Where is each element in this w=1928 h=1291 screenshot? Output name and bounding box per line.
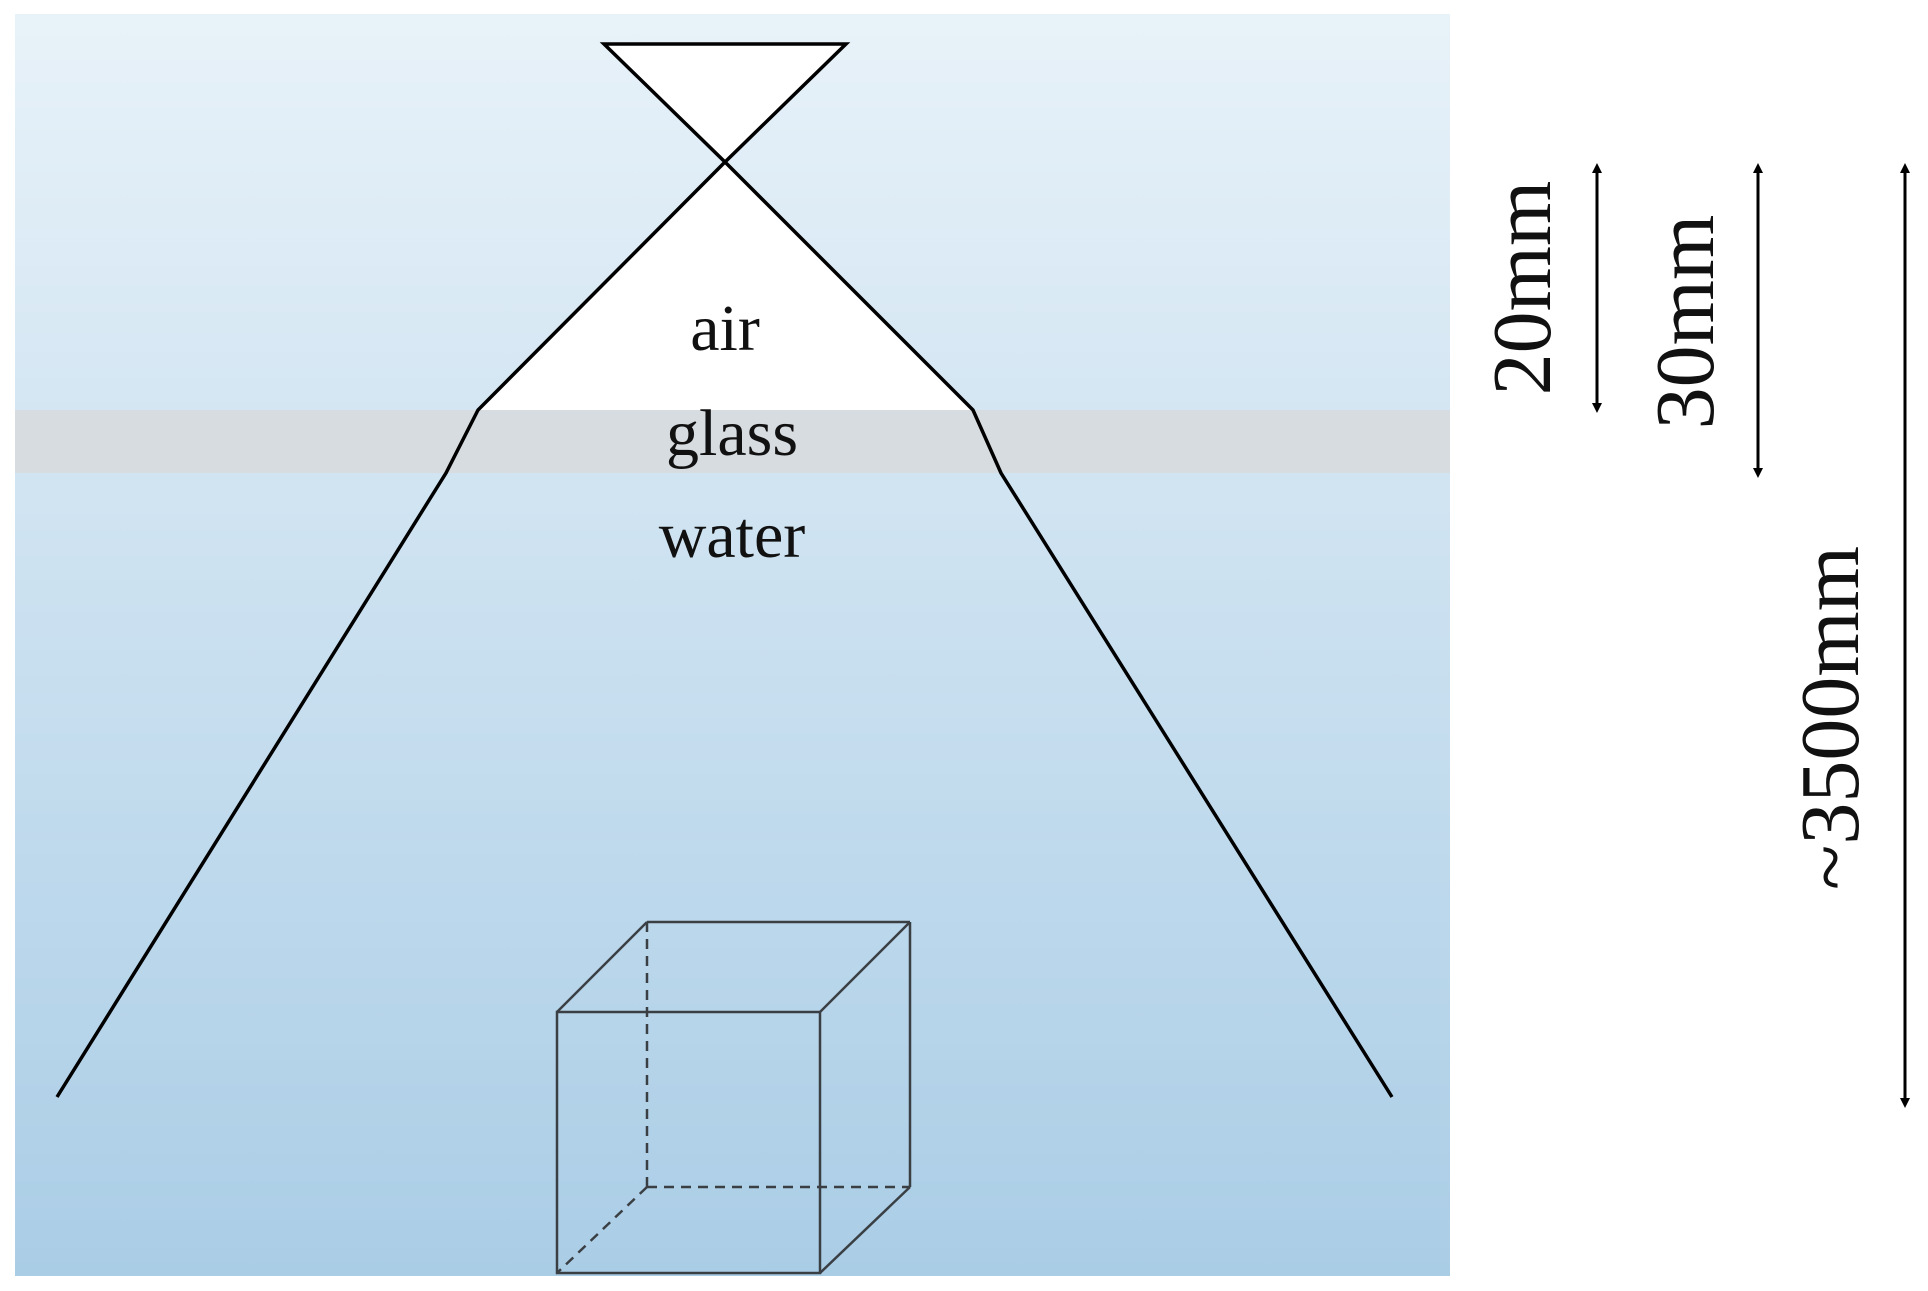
field-of-view-ray-right <box>723 160 1394 1098</box>
field-of-view-ray-left <box>55 160 727 1098</box>
glass-label: glass <box>666 397 798 470</box>
cube-edge <box>556 921 648 1013</box>
water-label: water <box>659 499 806 572</box>
cube-edge <box>819 921 911 1013</box>
air-cone <box>478 162 973 410</box>
glass-layer <box>15 410 1450 473</box>
dimension-label-3500mm: ~3500mm <box>1784 546 1877 890</box>
cube-object <box>555 920 912 1275</box>
cube-hidden-edge <box>556 1186 648 1274</box>
dimension-label-30mm: 30mm <box>1639 215 1732 430</box>
cube-edge <box>819 1186 911 1274</box>
camera-icon <box>599 42 851 165</box>
air-label: air <box>690 292 760 365</box>
dimension-label-20mm: 20mm <box>1476 181 1569 396</box>
cube-front-face <box>555 1010 822 1275</box>
